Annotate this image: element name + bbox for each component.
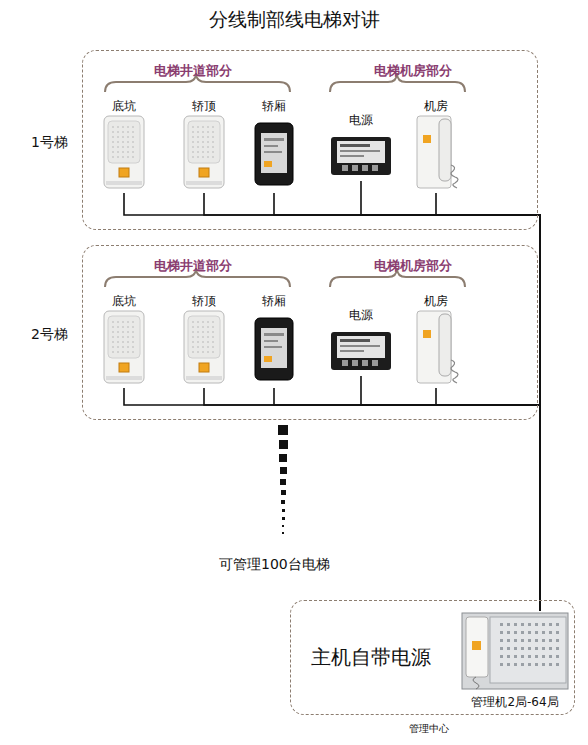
- device-label: 机房: [413, 294, 459, 308]
- continuation-dots: [278, 425, 288, 534]
- device-node: 管理机2局-64局: [459, 611, 571, 709]
- device-node: 底坑: [101, 99, 147, 193]
- power-device: [330, 133, 392, 181]
- wire-connector: [436, 193, 540, 611]
- device-node: 轿厢: [251, 99, 297, 193]
- device-label: 轿厢: [251, 99, 297, 113]
- cabinet-device: [460, 611, 570, 695]
- group-box: 1号梯电梯井道部分电梯机房部分底坑轿顶轿厢电源机房: [82, 50, 538, 230]
- wire-connector: [124, 193, 540, 611]
- wire-connector: [436, 388, 540, 611]
- device-node: 底坑: [101, 294, 147, 388]
- device-label: 轿厢: [251, 294, 297, 308]
- device-label: 电源: [329, 308, 393, 322]
- wire-connector: [124, 388, 540, 611]
- device-label: 轿顶: [181, 99, 227, 113]
- device-node: 轿顶: [181, 294, 227, 388]
- phone-device: [415, 310, 461, 390]
- diagram-title: 分线制部线电梯对讲: [0, 8, 588, 31]
- speaker-device: [183, 115, 225, 193]
- group-box: 2号梯电梯井道部分电梯机房部分底坑轿顶轿厢电源机房: [82, 245, 538, 420]
- wire-connector: [274, 193, 540, 611]
- device-label: 轿顶: [181, 294, 227, 308]
- box-device: [253, 316, 295, 386]
- group-label: 1号梯: [31, 134, 68, 151]
- group-box: 主机自带电源管理中心管理机2局-64局: [290, 600, 575, 715]
- note-label: 可管理100台电梯: [219, 556, 330, 573]
- device-label: 机房: [413, 99, 459, 113]
- group-label: 主机自带电源: [311, 645, 431, 669]
- speaker-device: [103, 310, 145, 388]
- phone-device: [415, 115, 461, 195]
- section-heading: 电梯机房部分: [338, 258, 488, 274]
- device-node: 轿厢: [251, 294, 297, 388]
- device-node: 机房: [413, 294, 459, 388]
- wire-connector: [204, 193, 540, 611]
- power-device: [330, 328, 392, 376]
- device-label: 底坑: [101, 294, 147, 308]
- section-heading: 电梯机房部分: [338, 63, 488, 79]
- device-label: 电源: [329, 113, 393, 127]
- section-heading: 电梯井道部分: [118, 63, 268, 79]
- device-node: 电源: [329, 113, 393, 181]
- speaker-device: [183, 310, 225, 388]
- device-node: 电源: [329, 308, 393, 376]
- device-label: 管理机2局-64局: [459, 695, 571, 709]
- device-node: 轿顶: [181, 99, 227, 193]
- box-device: [253, 121, 295, 191]
- wire-connector: [204, 388, 540, 611]
- section-heading: 电梯井道部分: [118, 258, 268, 274]
- group-label: 2号梯: [31, 326, 68, 343]
- group-label: 管理中心: [409, 723, 449, 735]
- wire-connector: [274, 388, 540, 611]
- device-label: 底坑: [101, 99, 147, 113]
- wire-connector: [361, 376, 540, 611]
- speaker-device: [103, 115, 145, 193]
- device-node: 机房: [413, 99, 459, 193]
